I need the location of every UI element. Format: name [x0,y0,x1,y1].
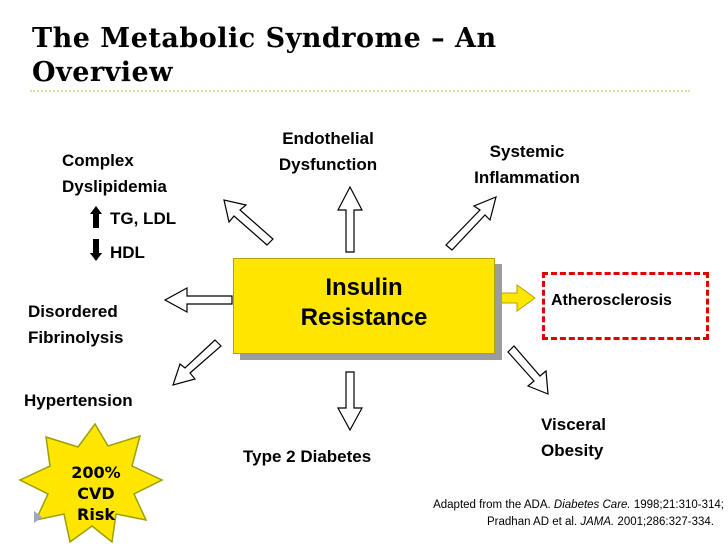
arrow-to-diabetes [336,371,364,432]
systemic-line-1: Systemic [489,142,565,161]
endothelial-label: Endothelial Dysfunction [258,126,398,178]
fibrinolysis-line-1: Disordered [28,302,118,321]
arrow-to-endothelial [337,185,363,253]
title-divider [30,90,690,92]
title-line-2: Overview [32,57,173,88]
systemic-line-2: Inflammation [474,168,580,187]
atherosclerosis-label: Atherosclerosis [551,292,672,309]
systemic-label: Systemic Inflammation [452,139,602,191]
fibrinolysis-label: Disordered Fibrinolysis [28,299,123,351]
atherosclerosis-highlight-box [542,272,709,340]
obesity-label: Visceral Obesity [541,412,606,464]
lipid-down-item: HDL [110,243,145,262]
dyslipidemia-line-2: Dyslipidemia [62,177,167,196]
endothelial-line-1: Endothelial [282,129,374,148]
source-line-1: Adapted from the ADA. Diabetes Care. 199… [433,499,724,511]
arrow-to-fibrinolysis [163,286,233,314]
slide-title: The Metabolic Syndrome – An Overview [32,22,497,90]
center-line-2: Resistance [300,304,428,331]
arrow-to-obesity [507,345,549,395]
arrow-to-systemic [445,195,497,251]
obesity-line-2: Obesity [541,441,604,460]
obesity-line-1: Visceral [541,415,606,434]
burst-line-2: CVD [77,484,115,503]
down-arrow-icon [90,239,102,261]
source-citation: Adapted from the ADA. Diabetes Care. 199… [394,497,724,531]
title-line-1: The Metabolic Syndrome – An [32,23,497,54]
dyslipidemia-line-1: Complex [62,151,134,170]
arrow-to-atherosclerosis [496,284,536,312]
insulin-resistance-box: Insulin Resistance [233,258,495,354]
arrow-to-dyslipidemia [223,199,274,246]
up-arrow-icon [90,206,102,228]
lipid-up-item: TG, LDL [110,209,177,228]
burst-shape [18,422,164,544]
dyslipidemia-label: Complex Dyslipidemia [62,148,167,200]
arrow-to-hypertension [172,339,222,386]
hypertension-label: Hypertension [24,391,133,410]
burst-line-3: Risk [77,505,115,524]
center-line-1: Insulin [325,274,403,301]
burst-line-1: 200% [71,463,121,482]
fibrinolysis-line-2: Fibrinolysis [28,328,124,347]
cvd-risk-burst-text: 200% CVD Risk [56,462,136,525]
nav-marker-icon [34,511,42,523]
endothelial-line-2: Dysfunction [278,155,378,174]
source-line-2: Pradhan AD et al. JAMA. 2001;286:327-334… [487,516,714,528]
diabetes-label: Type 2 Diabetes [243,447,372,466]
